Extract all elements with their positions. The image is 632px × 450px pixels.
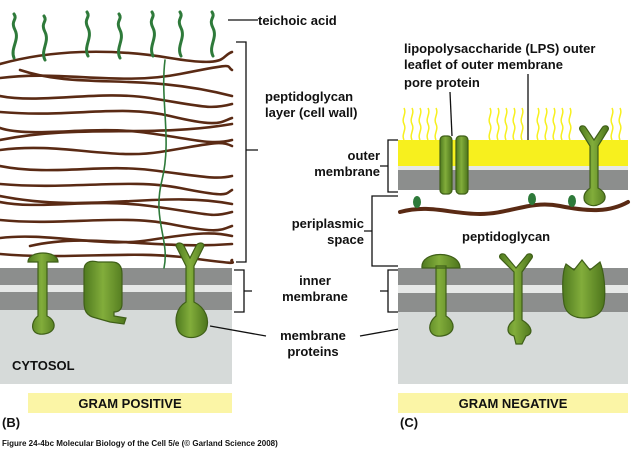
membrane-proteins-label-line2: proteins	[287, 344, 338, 359]
gram-positive-banner	[28, 393, 232, 413]
lps-label: lipopolysaccharide (LPS) outer	[404, 41, 595, 56]
periplasmic-space-label-line2: space	[327, 232, 364, 247]
gram-positive-banner-text: GRAM POSITIVE	[78, 396, 182, 411]
lps-chains	[402, 107, 622, 141]
cytosol-label: CYTOSOL	[12, 358, 75, 373]
protein-y-right	[499, 253, 533, 345]
inner-membrane-label-line2: membrane	[282, 289, 348, 304]
gram-negative-membrane-proteins	[421, 253, 606, 345]
outer-membrane-bracket	[380, 139, 398, 193]
pore-protein-leader	[449, 91, 453, 137]
protein-mushroom-right	[421, 254, 461, 337]
panel-letter-b: (B)	[2, 415, 20, 430]
inner-membrane-bracket-right	[380, 269, 398, 313]
periplasmic-space-bracket	[364, 195, 398, 267]
periplasmic-space-label: periplasmic	[292, 216, 364, 231]
teichoic-acid-strands	[11, 10, 216, 269]
pore-protein-left-half	[439, 135, 453, 195]
gram-positive-peptidoglycan-mesh	[0, 50, 235, 265]
pore-proteins	[439, 125, 609, 207]
figure-caption: Figure 24-4bc Molecular Biology of the C…	[2, 439, 278, 448]
teichoic-acid-label: teichoic acid	[258, 13, 337, 28]
protein-y-outer	[579, 125, 609, 207]
lps-label-line2: leaflet of outer membrane	[404, 57, 563, 72]
lipoproteins	[413, 193, 576, 208]
inner-membrane-label: inner	[299, 273, 331, 288]
membrane-proteins-leader-left	[209, 325, 267, 337]
peptidoglycan-layer-bracket	[236, 41, 258, 263]
pore-protein-right-half	[455, 135, 469, 195]
peptidoglycan-layer-label-line2: layer (cell wall)	[265, 105, 358, 120]
outer-membrane-label: outer	[348, 148, 381, 163]
gram-negative-peptidoglycan	[398, 200, 630, 217]
peptidoglycan-label: peptidoglycan	[462, 229, 550, 244]
peptidoglycan-layer-label: peptidoglycan	[265, 89, 353, 104]
protein-square-left	[83, 260, 127, 325]
gram-negative-panel: lipopolysaccharide (LPS) outer leaflet o…	[398, 41, 630, 430]
panel-letter-c: (C)	[400, 415, 418, 430]
gram-negative-banner	[398, 393, 628, 413]
gram-positive-membrane-proteins	[27, 242, 209, 339]
protein-y-left	[175, 242, 209, 339]
membrane-proteins-label: membrane	[280, 328, 346, 343]
pore-protein-label: pore protein	[404, 75, 480, 90]
protein-mushroom-left	[27, 252, 59, 335]
outer-membrane-label-line2: membrane	[314, 164, 380, 179]
protein-block-right	[562, 259, 606, 319]
inner-membrane-bracket-left	[234, 269, 252, 313]
middle-labels: teichoic acid peptidoglycan layer (cell …	[209, 13, 439, 359]
gram-positive-panel: CYTOSOL GRAM POSITIVE (B)	[0, 10, 235, 430]
gram-negative-banner-text: GRAM NEGATIVE	[459, 396, 568, 411]
